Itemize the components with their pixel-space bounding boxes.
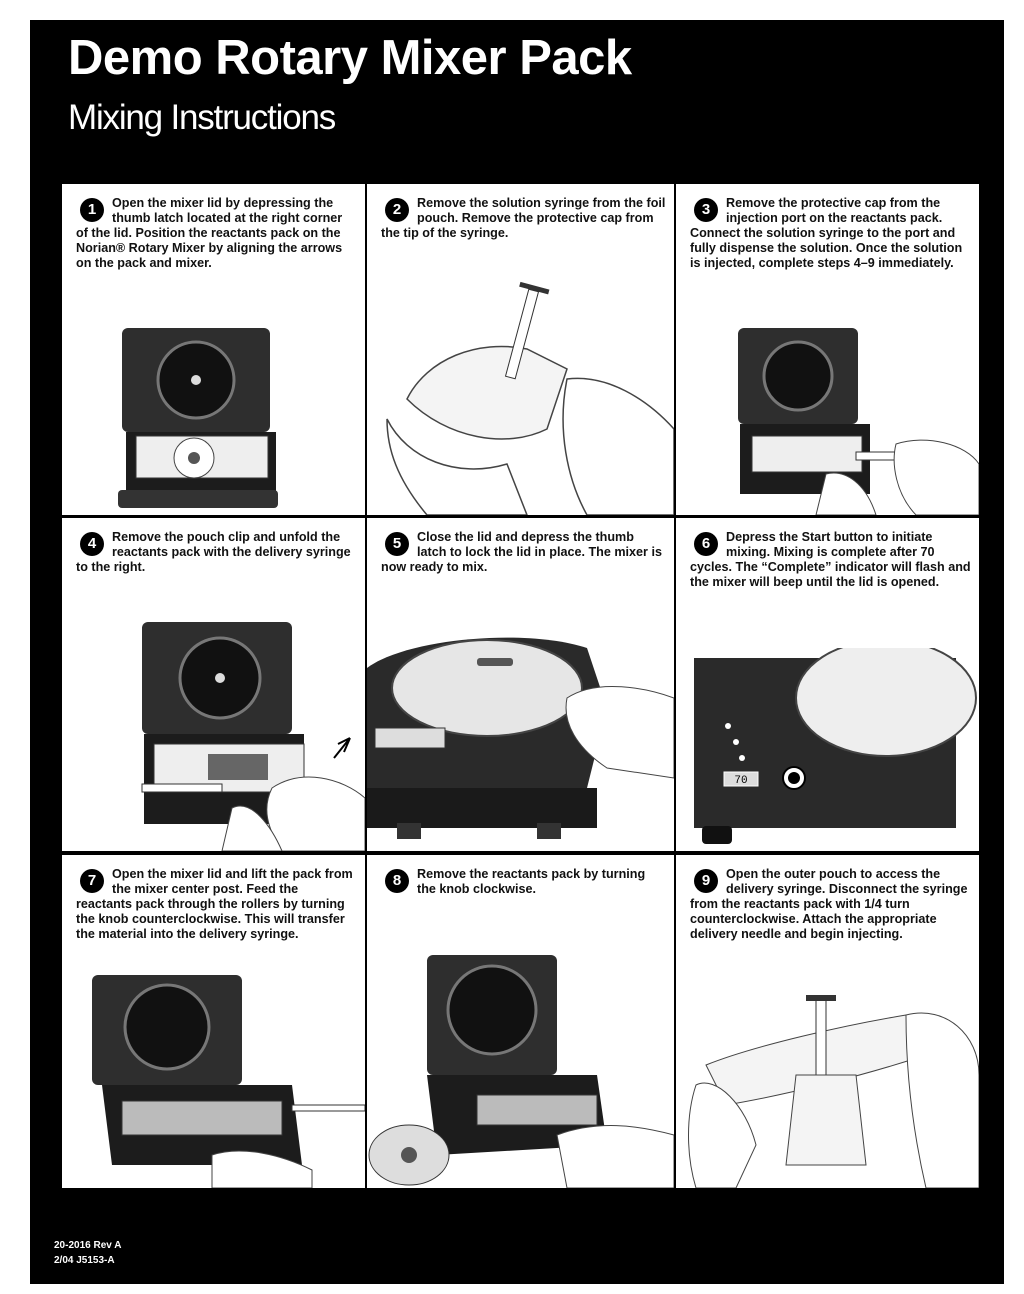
step-panel-2: 2 Remove the solution syringe from the f… — [366, 183, 675, 516]
step-number-badge: 7 — [80, 869, 104, 893]
step-panel-9: 9 Open the outer pouch to access the del… — [675, 854, 980, 1189]
footer-code-line1: 20-2016 Rev A — [54, 1240, 122, 1251]
page-title: Demo Rotary Mixer Pack — [68, 31, 632, 85]
step-instruction: Remove the protective cap from the injec… — [690, 196, 963, 270]
step-panel-3: 3 Remove the protective cap from the inj… — [675, 183, 980, 516]
cycle-count-display: 70 — [734, 775, 747, 787]
mixer-control-panel-illustration: 70 — [694, 648, 977, 844]
step-number-badge: 2 — [385, 198, 409, 222]
pack-removal-illustration — [368, 955, 674, 1188]
step-text-1: 1 Open the mixer lid by depressing the t… — [76, 196, 357, 271]
step-panel-4: 4 Remove the pouch clip and unfold the r… — [61, 517, 366, 852]
step-text-2: 2 Remove the solution syringe from the f… — [381, 196, 666, 241]
syringe-foil-pouch-illustration — [386, 281, 674, 515]
step-instruction: Close the lid and depress the thumb latc… — [381, 530, 662, 574]
step-instruction: Open the outer pouch to access the deliv… — [690, 867, 968, 941]
step-text-6: 6 Depress the Start button to initiate m… — [690, 530, 971, 590]
step-text-3: 3 Remove the protective cap from the inj… — [690, 196, 971, 271]
step-text-4: 4 Remove the pouch clip and unfold the r… — [76, 530, 357, 575]
mixer-closed-lid-illustration — [367, 637, 674, 839]
step-instruction: Remove the pouch clip and unfold the rea… — [76, 530, 351, 574]
step-number-badge: 1 — [80, 198, 104, 222]
pack-unfold-illustration — [141, 622, 365, 851]
mixer-open-lid-illustration — [118, 328, 278, 508]
delivery-syringe-illustration — [688, 995, 979, 1188]
step-number-badge: 6 — [694, 532, 718, 556]
step-panel-7: 7 Open the mixer lid and lift the pack f… — [61, 854, 366, 1189]
page-subtitle: Mixing Instructions — [68, 98, 336, 137]
footer-code-line2: 2/04 J5153-A — [54, 1255, 115, 1266]
step-text-5: 5 Close the lid and depress the thumb la… — [381, 530, 666, 575]
step-panel-6: 6 Depress the Start button to initiate m… — [675, 517, 980, 852]
step-number-badge: 3 — [694, 198, 718, 222]
step-instruction: Open the mixer lid by depressing the thu… — [76, 196, 343, 270]
rollers-feed-illustration — [92, 975, 365, 1188]
step-text-7: 7 Open the mixer lid and lift the pack f… — [76, 867, 357, 942]
instruction-sheet: Demo Rotary Mixer Pack Mixing Instructio… — [30, 20, 1004, 1284]
syringe-injection-illustration — [738, 328, 979, 515]
step-panel-1: 1 Open the mixer lid by depressing the t… — [61, 183, 366, 516]
step-number-badge: 5 — [385, 532, 409, 556]
step-instruction: Remove the reactants pack by turning the… — [417, 867, 646, 896]
step-instruction: Remove the solution syringe from the foi… — [381, 196, 666, 240]
step-panel-8: 8 Remove the reactants pack by turning t… — [366, 854, 675, 1189]
step-number-badge: 9 — [694, 869, 718, 893]
step-number-badge: 4 — [80, 532, 104, 556]
step-panel-5: 5 Close the lid and depress the thumb la… — [366, 517, 675, 852]
step-instruction: Depress the Start button to initiate mix… — [690, 530, 971, 589]
step-number-badge: 8 — [385, 869, 409, 893]
step-text-8: 8 Remove the reactants pack by turning t… — [381, 867, 666, 897]
step-instruction: Open the mixer lid and lift the pack fro… — [76, 867, 353, 941]
step-text-9: 9 Open the outer pouch to access the del… — [690, 867, 971, 942]
